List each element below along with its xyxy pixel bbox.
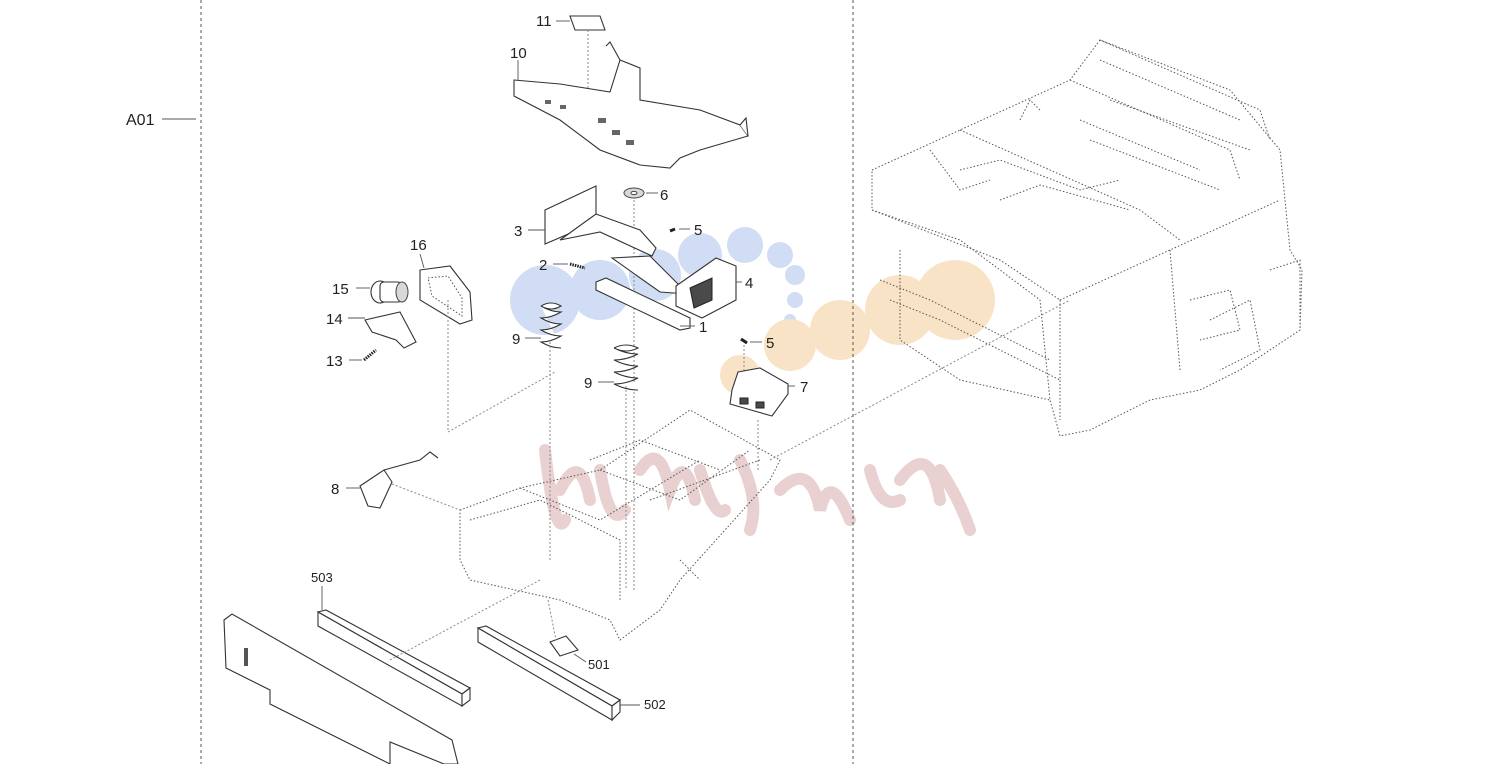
section-label: A01 — [126, 112, 155, 129]
callout-4: 4 — [745, 275, 753, 292]
part-9-spring-right — [598, 344, 640, 590]
callout-labels: 11 10 6 3 5 2 4 1 16 15 14 13 9 9 5 7 8 … — [311, 13, 808, 712]
part-16-bracket — [419, 253, 473, 325]
callout-6: 6 — [660, 187, 668, 204]
callout-15: 15 — [332, 281, 349, 298]
part-9-spring-left — [525, 302, 563, 560]
part-502-pad — [476, 625, 640, 722]
part-3-guide — [528, 185, 657, 257]
part-4-guide-block — [675, 257, 742, 319]
watermark-logo — [510, 227, 995, 536]
part-10-top-plate — [513, 41, 749, 169]
main-unit-frame — [871, 39, 1303, 437]
callout-9a: 9 — [512, 331, 520, 348]
part-5-pin-top — [669, 227, 690, 233]
assembly-line-16b — [447, 371, 556, 433]
part-2-spring — [553, 262, 586, 270]
part-501-sheet — [547, 599, 587, 663]
part-13-spring — [349, 348, 377, 362]
part-8-lever — [346, 451, 461, 511]
callout-13: 13 — [326, 353, 343, 370]
callout-502: 502 — [644, 697, 666, 712]
part-5-pin-lower — [740, 337, 762, 372]
callout-5a: 5 — [694, 222, 702, 239]
part-14-holder — [348, 311, 417, 349]
callout-11: 11 — [536, 13, 552, 30]
callout-16: 16 — [410, 237, 427, 254]
part-7-bracket — [729, 367, 795, 470]
callout-3: 3 — [514, 223, 522, 240]
callout-2: 2 — [539, 257, 547, 274]
callout-1: 1 — [699, 319, 707, 336]
assembly-line-to-unit — [769, 299, 1071, 461]
part-15-roller — [356, 280, 409, 304]
part-1-rail — [595, 255, 695, 331]
cassette-tray — [459, 409, 781, 641]
part-front-cover — [223, 579, 541, 765]
callout-501: 501 — [588, 657, 610, 672]
callout-9b: 9 — [584, 375, 592, 392]
part-503-pad — [316, 586, 472, 708]
callout-503: 503 — [311, 570, 333, 585]
callout-10: 10 — [510, 45, 527, 62]
callout-7: 7 — [800, 379, 808, 396]
callout-8: 8 — [331, 481, 339, 498]
callout-5b: 5 — [766, 335, 774, 352]
part-11-label — [556, 15, 606, 100]
callout-14: 14 — [326, 311, 343, 328]
